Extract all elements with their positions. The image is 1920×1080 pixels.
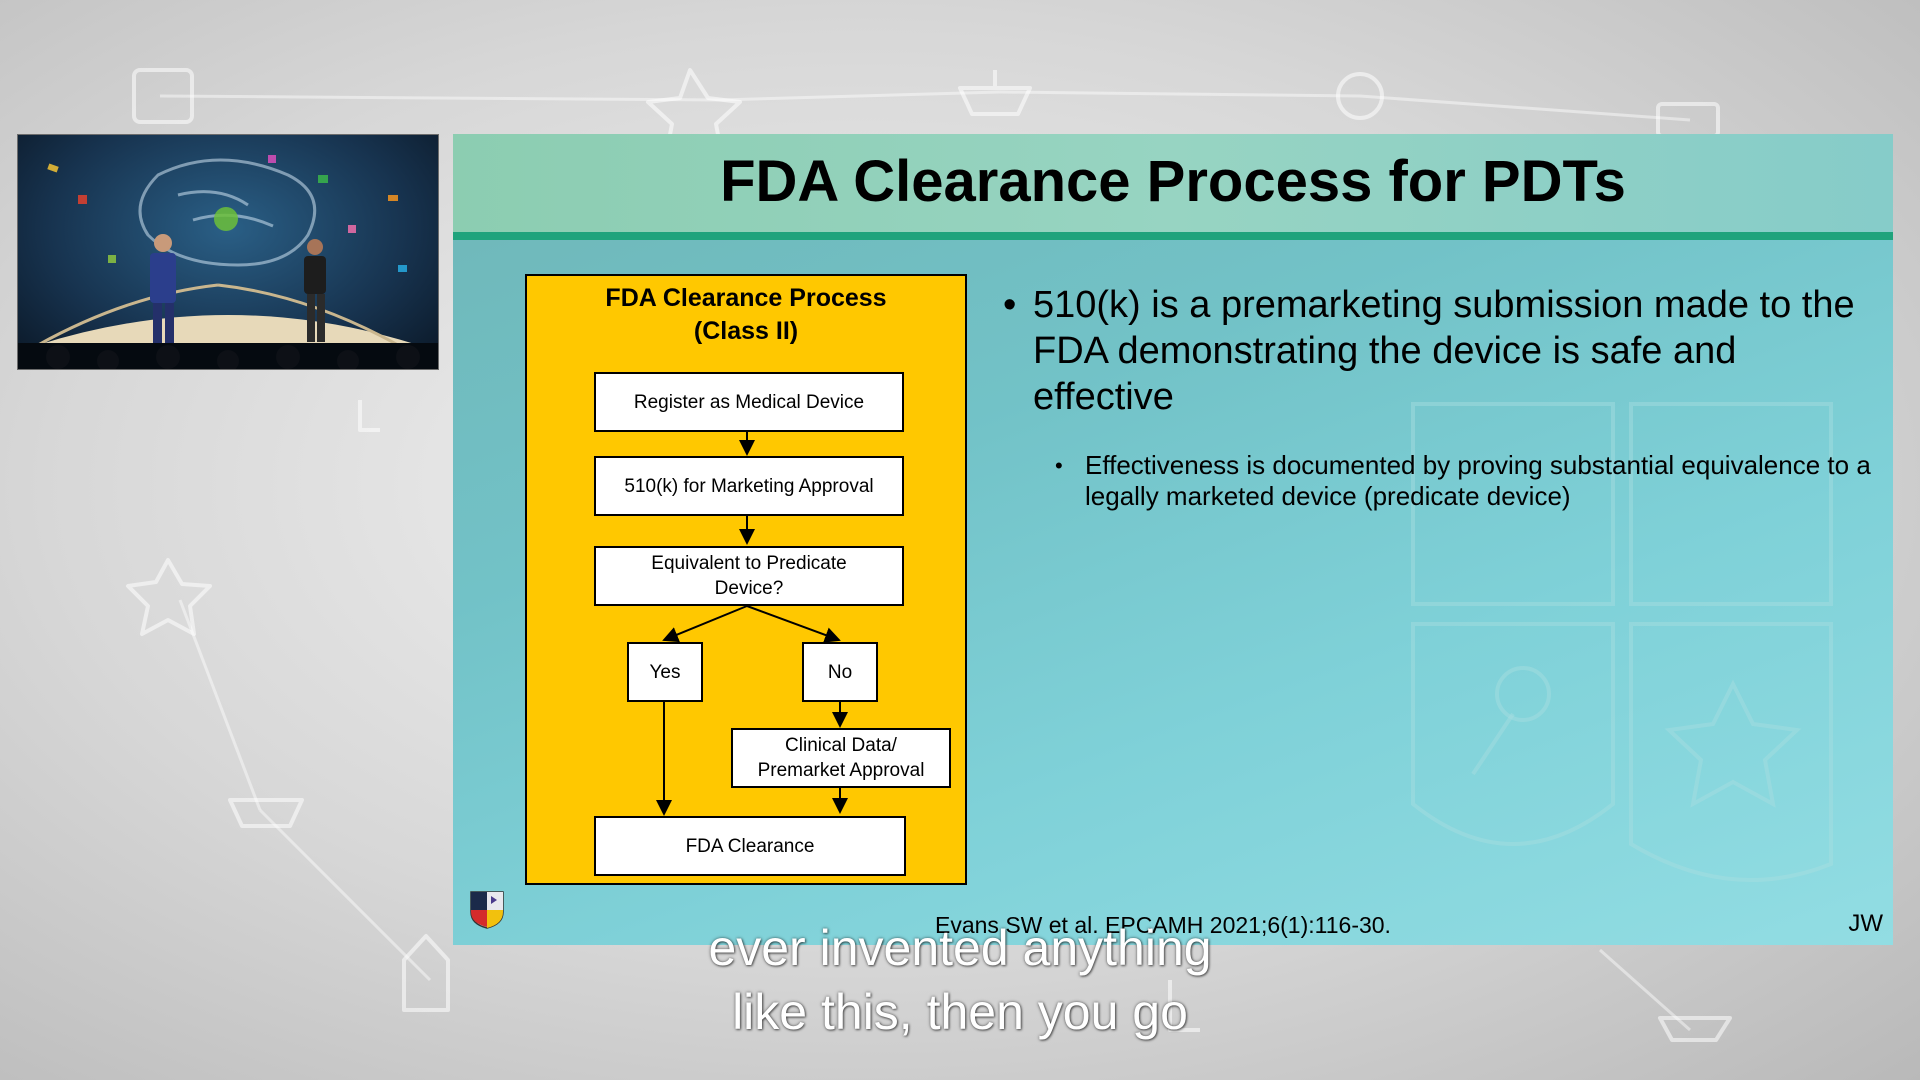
nei-shield-logo-icon: [470, 891, 504, 929]
presenter-video: [17, 134, 439, 370]
presenter-initials: JW: [1848, 910, 1883, 937]
stage-scene: [18, 155, 438, 369]
slide-title: FDA Clearance Process for PDTs: [720, 149, 1626, 214]
fda-clearance-box: FDA Clearance: [594, 816, 906, 876]
step-equivalent-line1: Equivalent to Predicate: [651, 553, 847, 574]
clinical-data-line1: Clinical Data/: [785, 735, 897, 756]
citation: Evans SW et al. EPCAMH 2021;6(1):116-30.: [935, 912, 1391, 938]
bullet-sub: • Effectiveness is documented by proving…: [1055, 450, 1883, 512]
step-510k-box: 510(k) for Marketing Approval: [594, 456, 904, 516]
slide-header: [453, 134, 1893, 232]
flowchart-title: FDA Clearance Process (Class II): [527, 282, 965, 348]
fda-clearance-label: FDA Clearance: [685, 835, 815, 857]
step-register-box: Register as Medical Device: [594, 372, 904, 432]
bullet-list: • 510(k) is a premarketing submission ma…: [1003, 282, 1883, 512]
bullet-main-text: 510(k) is a premarketing submission made…: [1033, 284, 1855, 418]
subtitle-captions: ever invented anything like this, then y…: [560, 916, 1360, 1044]
bullet-sub-text: Effectiveness is documented by proving s…: [1085, 450, 1871, 511]
flowchart-connectors: [656, 432, 848, 816]
no-label: No: [827, 661, 853, 683]
step-equivalent-box: Equivalent to Predicate Device?: [594, 546, 904, 606]
flowchart-title-line2: (Class II): [693, 317, 799, 345]
header-rule: [453, 232, 1893, 240]
flowchart-title-line1: FDA Clearance Process: [605, 284, 887, 312]
bullet-dot-icon: •: [1003, 284, 1017, 326]
presentation-slide: FDA Clearance Process for PDTs FDA Clear…: [453, 134, 1893, 945]
clinical-data-box: Clinical Data/ Premarket Approval: [731, 728, 951, 788]
step-equivalent-line2: Device?: [714, 578, 784, 599]
step-register-label: Register as Medical Device: [633, 391, 865, 413]
watermark-crest: [1411, 402, 1833, 882]
no-box: No: [802, 642, 878, 702]
caption-line-2: like this, then you go: [732, 984, 1188, 1040]
yes-box: Yes: [627, 642, 703, 702]
clinical-data-line2: Premarket Approval: [757, 760, 925, 781]
yes-label: Yes: [649, 661, 681, 683]
step-510k-label: 510(k) for Marketing Approval: [624, 475, 874, 497]
sub-bullet-dot-icon: •: [1055, 453, 1063, 478]
bullet-main: • 510(k) is a premarketing submission ma…: [1003, 282, 1883, 420]
caption-line-1: ever invented anything: [708, 920, 1212, 976]
flowchart-panel: FDA Clearance Process (Class II) Registe…: [525, 274, 967, 885]
